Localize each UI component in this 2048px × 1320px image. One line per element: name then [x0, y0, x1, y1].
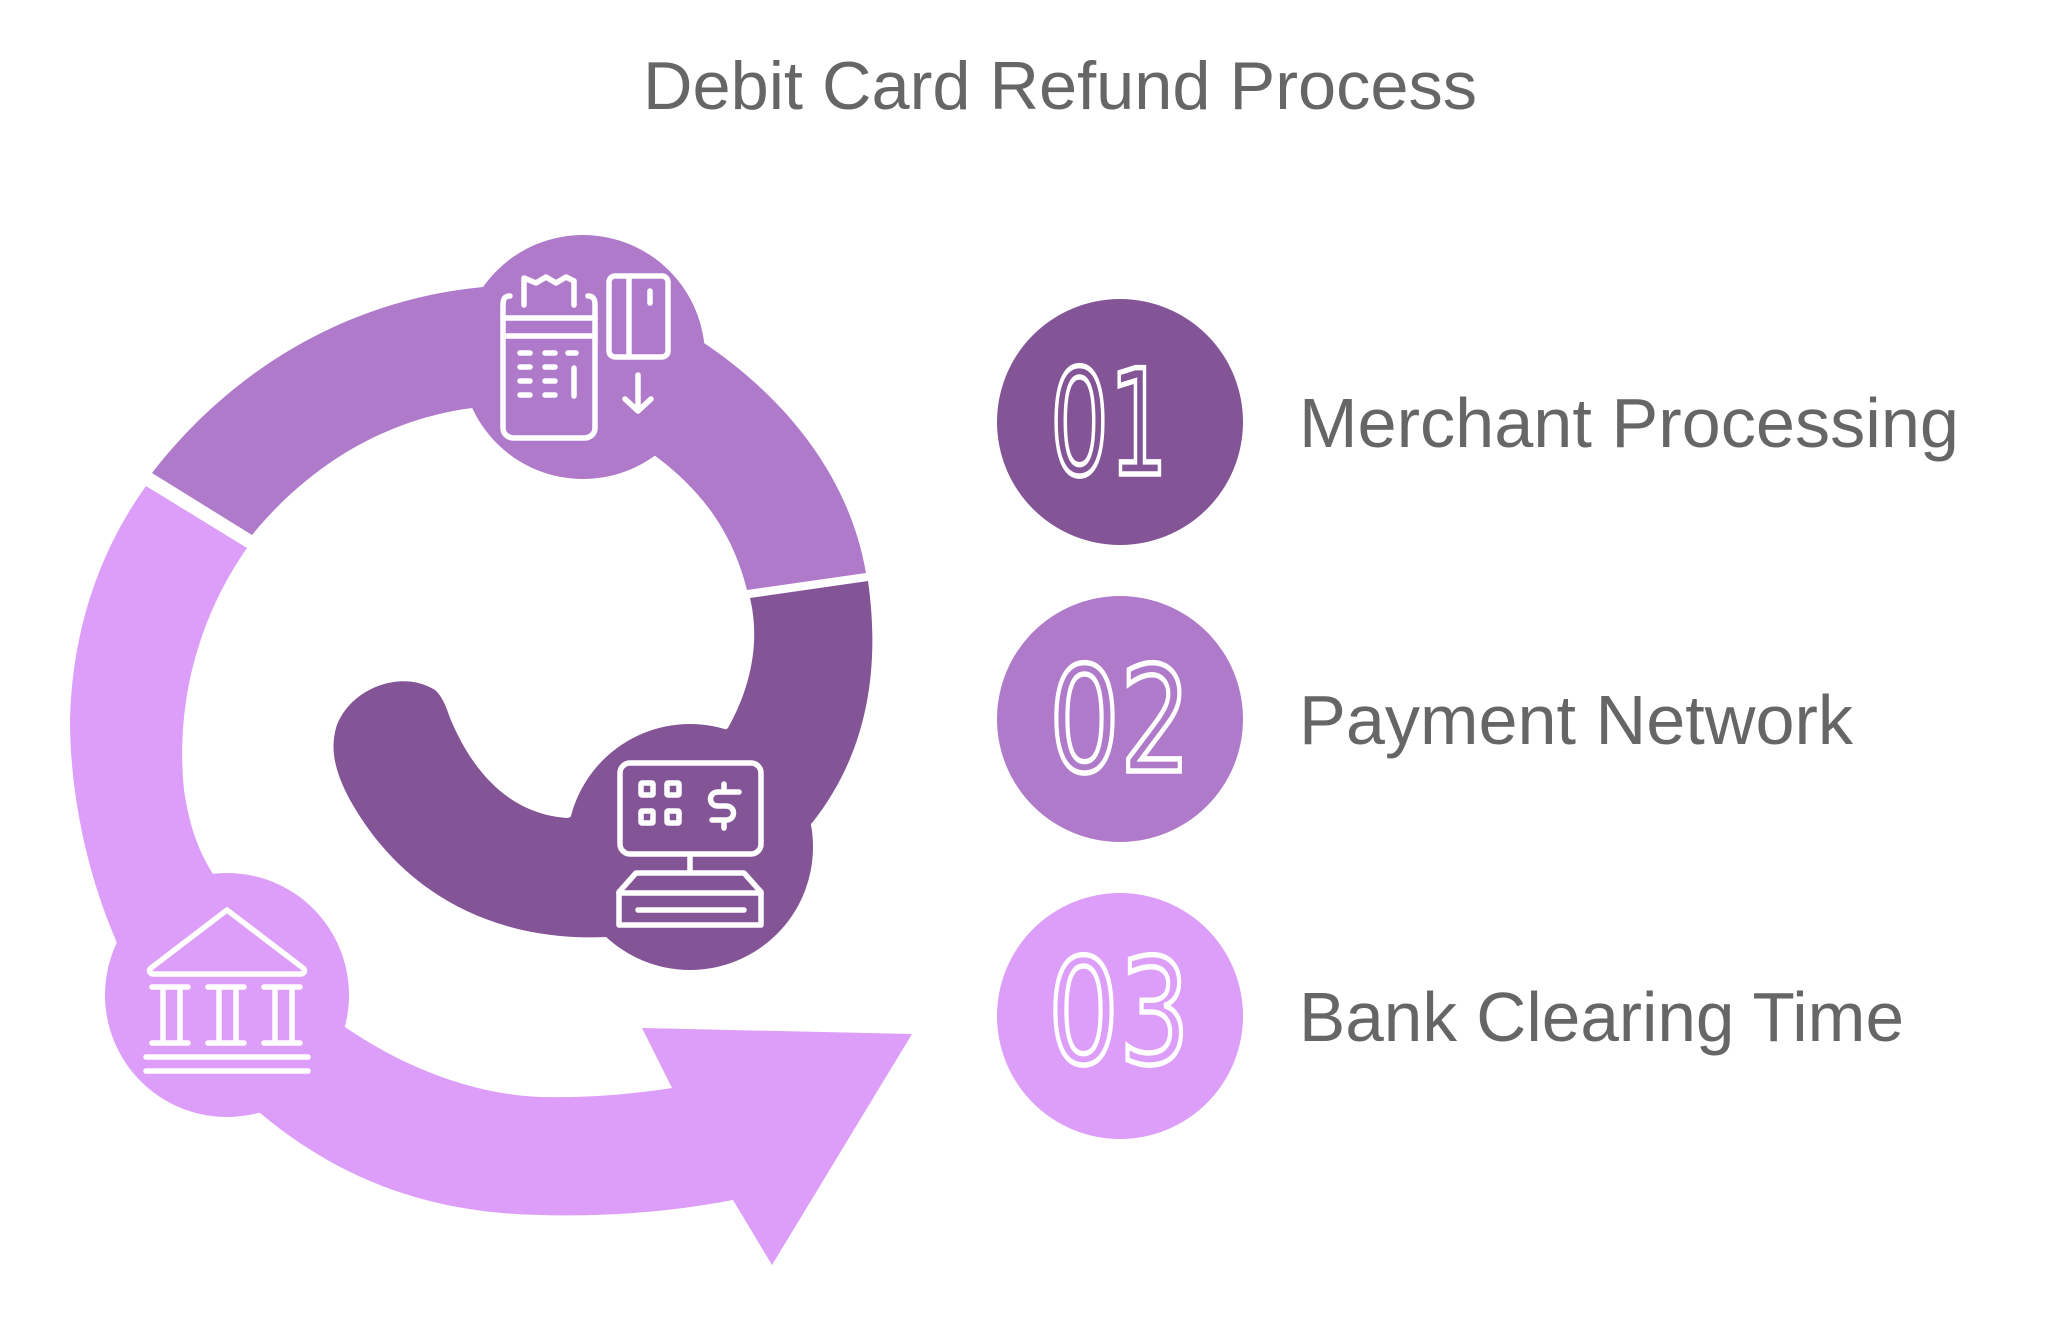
step-number: 02 [1049, 636, 1191, 806]
separator-right [741, 572, 873, 599]
cash-register-icon-bubble [567, 724, 813, 970]
step-number: 01 [1050, 339, 1168, 509]
step-number-badge [997, 893, 1243, 1139]
separator-left [138, 469, 258, 546]
step-number: 03 [1048, 928, 1190, 1098]
card-terminal-icon-bubble [461, 235, 705, 479]
payment-network-segment [152, 235, 866, 590]
step-label: Bank Clearing Time [1299, 978, 1904, 1056]
card-terminal-icon [500, 273, 671, 441]
step-number-badge [997, 299, 1243, 545]
step-item-2: 02 Payment Network [997, 596, 1854, 842]
bank-icon [143, 907, 311, 1074]
step-item-3: 03 Bank Clearing Time [997, 893, 1904, 1139]
step-label: Payment Network [1299, 681, 1854, 759]
page-title: Debit Card Refund Process [643, 48, 1477, 124]
step-number-badge [997, 596, 1243, 842]
cash-register-icon [616, 760, 764, 928]
cycle-diagram [70, 235, 912, 1265]
step-item-1: 01 Merchant Processing [997, 299, 1959, 545]
step-list: 01 Merchant Processing 02 Payment Networ… [997, 299, 1959, 1139]
merchant-processing-segment [333, 581, 873, 970]
step-label: Merchant Processing [1299, 384, 1959, 462]
